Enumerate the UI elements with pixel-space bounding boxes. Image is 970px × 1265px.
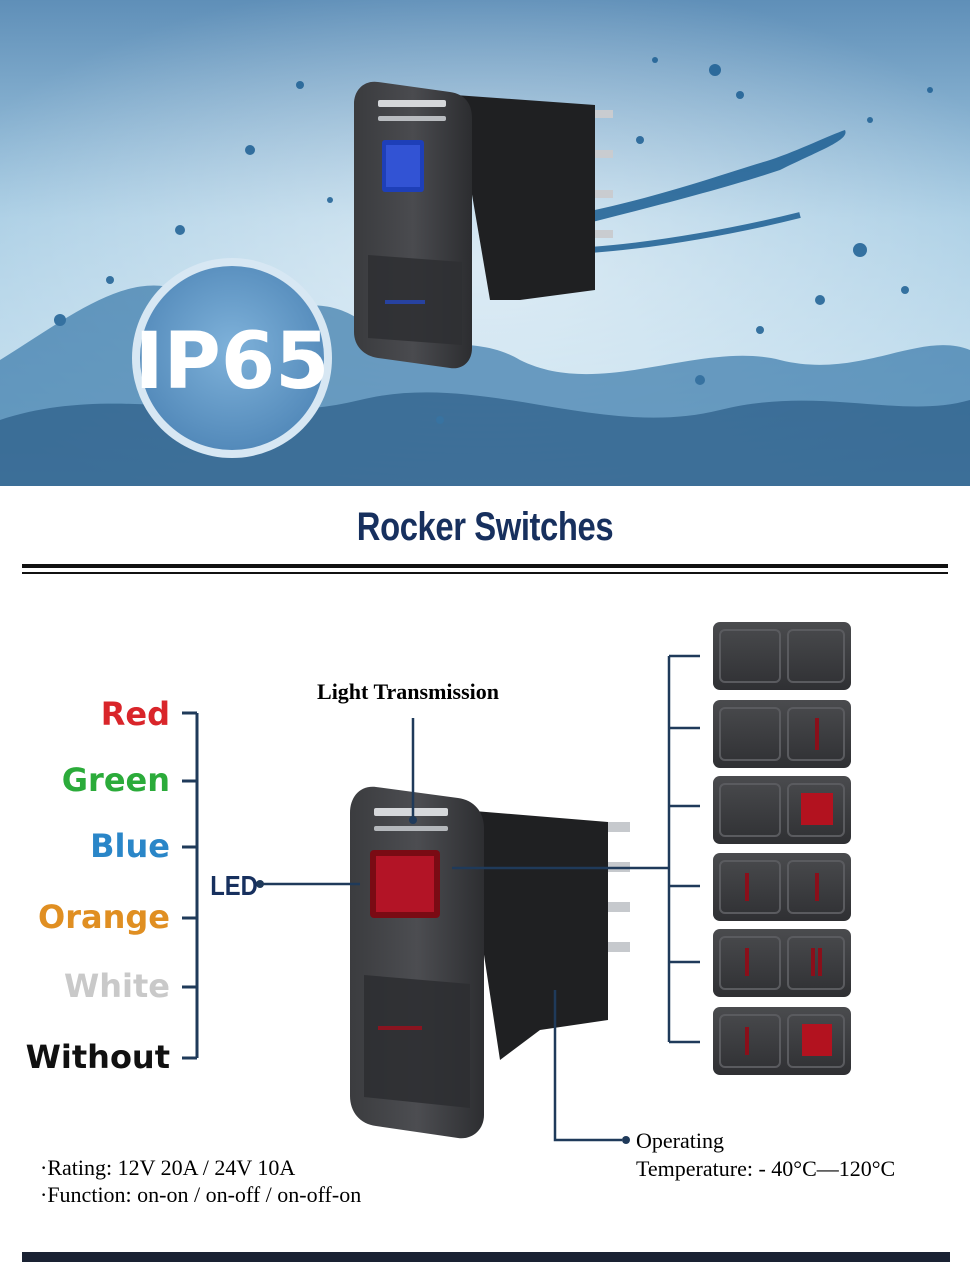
leader-lines: [260, 654, 700, 1142]
page-title: Rocker Switches: [356, 505, 614, 549]
spec-rating: ·Rating: 12V 20A / 24V 10A: [40, 1155, 295, 1180]
rocker-switch-icon: [350, 786, 630, 1139]
light-transmission-dot: [409, 816, 417, 824]
hero-illustration: IP65: [0, 0, 970, 486]
title-divider-thick: [22, 564, 948, 568]
title-divider-thin: [22, 572, 948, 574]
switch-diagram: Light Transmission LED Operating Tempera…: [40, 622, 895, 1207]
switch-variant-icon: [713, 622, 851, 690]
color-option-white: White: [63, 967, 170, 1005]
footer-bar: [22, 1252, 950, 1262]
color-option-without: Without: [25, 1038, 170, 1076]
led-label: LED: [210, 869, 258, 901]
color-option-blue: Blue: [90, 827, 170, 865]
switch-variant-icon: [713, 700, 851, 768]
led-dot: [256, 880, 264, 888]
switch-variant-icon: [713, 929, 851, 997]
ip65-badge: IP65: [132, 258, 332, 458]
light-transmission-label: Light Transmission: [317, 679, 499, 704]
color-option-orange: Orange: [38, 898, 170, 936]
color-bracket: [182, 711, 199, 1060]
switch-variant-list: [713, 622, 851, 1075]
ip65-badge-label: IP65: [135, 317, 330, 407]
spec-function: ·Function: on-on / on-off / on-off-on: [40, 1182, 361, 1207]
color-option-red: Red: [100, 695, 170, 733]
switch-variant-icon: [713, 1007, 851, 1075]
operating-dot: [622, 1136, 630, 1144]
operating-label-line2: Temperature: - 40°C—120°C: [636, 1156, 895, 1181]
operating-label-line1: Operating: [636, 1128, 724, 1153]
switch-variant-icon: [713, 776, 851, 844]
color-option-green: Green: [61, 761, 170, 799]
hero-banner: IP65: [0, 0, 970, 486]
rocker-switch-icon: [354, 81, 613, 369]
switch-variant-icon: [713, 853, 851, 921]
